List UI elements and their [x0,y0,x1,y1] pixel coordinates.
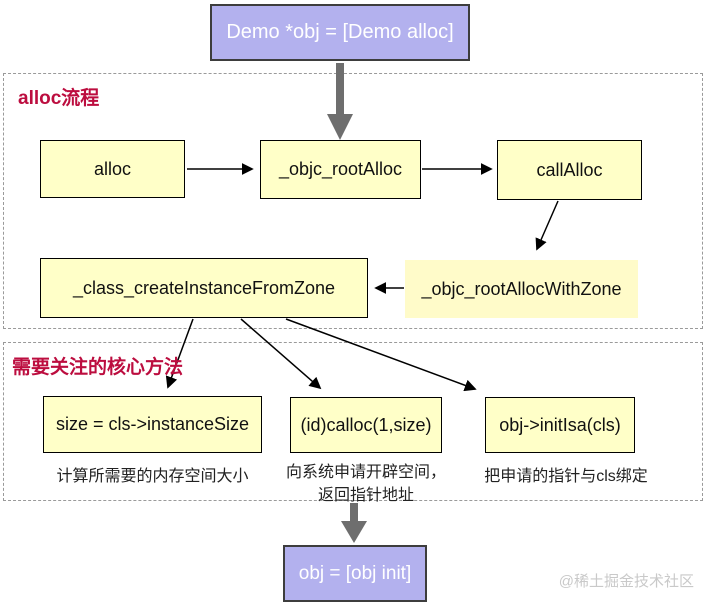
region-label-alloc-flow: alloc流程 [18,88,100,109]
node-objc-rootallocwithzone: _objc_rootAllocWithZone [405,260,638,318]
node-initisa: obj->initIsa(cls) [485,397,635,453]
node-demo-alloc: Demo *obj = [Demo alloc] [210,4,470,61]
node-alloc: alloc [40,140,185,198]
node-objc-rootalloc: _objc_rootAlloc [260,140,421,199]
thick-arrow-to-objinit [341,503,367,543]
region-label-core-methods: 需要关注的核心方法 [12,357,184,378]
caption-calloc-line1: 向系统申请开辟空间， [285,464,446,481]
node-class-createinstancefromzone: _class_createInstanceFromZone [40,258,368,318]
watermark: @稀土掘金技术社区 [558,573,694,590]
caption-calloc-line2: 返回指针地址 [317,487,414,504]
node-callalloc: callAlloc [497,140,642,200]
node-instancesize: size = cls->instanceSize [43,396,262,453]
caption-instancesize: 计算所需要的内存空间大小 [56,468,249,485]
caption-initisa: 把申请的指针与cls绑定 [484,468,648,485]
node-obj-init: obj = [obj init] [283,545,427,602]
node-calloc: (id)calloc(1,size) [290,397,442,453]
caption-calloc: 向系统申请开辟空间， 返回指针地址 [276,461,456,507]
